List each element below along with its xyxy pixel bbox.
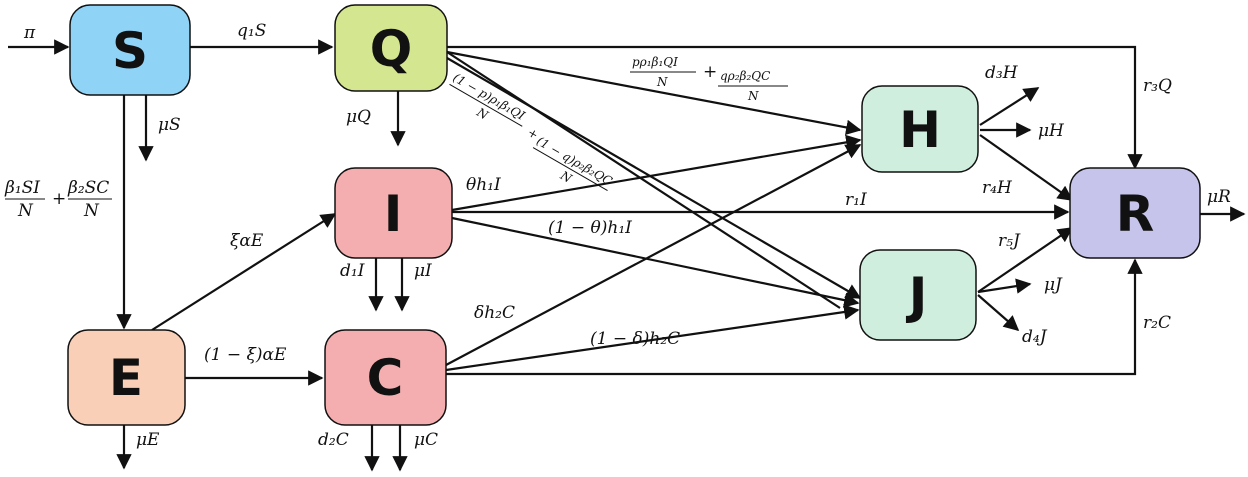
arrow-i-h	[451, 134, 862, 212]
node-r-label: R	[1116, 185, 1155, 243]
label-beta-den1: N	[17, 201, 34, 221]
node-e-label: E	[109, 349, 143, 407]
label-r5j: r₅J	[998, 231, 1021, 251]
edge-labels: π q₁S μS β₁SI N + β₂SC N μQ pρ₁β₁QI N + …	[4, 21, 1231, 450]
label-mui: μI	[414, 261, 432, 281]
arrow-q-j-2	[446, 51, 841, 309]
arrow-c-r	[446, 258, 1143, 376]
label-muj: μJ	[1044, 275, 1063, 295]
label-pq-plus: +	[703, 62, 717, 82]
label-pq-num1: pρ₁β₁QI	[632, 55, 678, 69]
arrow-e-i	[151, 213, 337, 331]
label-1-theta: (1 − θ)h₁I	[548, 218, 632, 238]
label-beta-plus: +	[52, 189, 66, 209]
label-r2c: r₂C	[1143, 313, 1171, 333]
arrow-c-h	[445, 144, 862, 366]
label-muc: μC	[414, 430, 438, 450]
label-mur: μR	[1207, 187, 1231, 207]
node-j: J	[859, 249, 977, 341]
label-r4h: r₄H	[982, 178, 1013, 198]
label-muh: μH	[1038, 121, 1065, 141]
arrow-q-r	[447, 45, 1143, 170]
label-quarantine-to-j: (1 − p)ρ₁β₁QI N + (1 − q)ρ₂β₂QC N	[449, 70, 615, 192]
label-r3q: r₃Q	[1143, 76, 1172, 96]
node-r: R	[1069, 167, 1201, 259]
label-beta-den2: N	[83, 201, 100, 221]
arrow-c-j	[445, 304, 860, 372]
label-d1i: d₁I	[340, 261, 365, 281]
label-1-xi: (1 − ξ)αE	[204, 345, 287, 365]
label-mue: μE	[136, 430, 160, 450]
node-s: S	[69, 4, 191, 96]
label-pq-den2: N	[747, 89, 759, 103]
label-d4j: d₄J	[1022, 327, 1048, 347]
label-d2c: d₂C	[318, 430, 349, 450]
arrow-i-j	[451, 216, 860, 308]
label-1p-num2: (1 − q)ρ₂β₂QC	[534, 134, 615, 189]
node-q: Q	[334, 4, 448, 92]
label-quarantine-to-h: pρ₁β₁QI N + qρ₂β₂QC N	[630, 55, 788, 103]
arrow-h-r	[979, 134, 1074, 201]
label-delta-h2c: δh₂C	[474, 303, 515, 323]
node-s-label: S	[112, 22, 148, 80]
node-c-label: C	[367, 349, 404, 407]
arrow-q-h	[446, 50, 862, 135]
arrow-j-disease-death	[977, 294, 1020, 332]
node-h: H	[861, 85, 979, 173]
label-xi-alpha-e: ξαE	[230, 231, 264, 251]
label-thetah1i: θh₁I	[466, 175, 501, 195]
label-pq-num2: qρ₂β₂QC	[720, 69, 770, 83]
arrow-j-death	[977, 278, 1032, 294]
label-pi: π	[23, 23, 36, 43]
arrow-h-disease-death	[979, 87, 1040, 126]
nodes: S Q I E C H J R	[67, 4, 1201, 426]
node-h-label: H	[899, 101, 941, 159]
label-d3h: d₃H	[985, 63, 1019, 83]
node-j-label: J	[906, 267, 928, 325]
node-e: E	[67, 329, 186, 426]
label-beta-num1: β₁SI	[4, 178, 40, 198]
node-i-label: I	[384, 185, 403, 243]
label-infection-rate: β₁SI N + β₂SC N	[4, 178, 112, 221]
label-mus: μS	[158, 115, 181, 135]
arrow-j-r	[977, 227, 1074, 293]
label-r1i: r₁I	[845, 190, 867, 210]
node-i: I	[334, 167, 453, 259]
arrows	[8, 39, 1246, 472]
label-1-delta: (1 − δ)h₂C	[590, 329, 680, 349]
node-q-label: Q	[370, 20, 413, 78]
label-q1s: q₁S	[237, 21, 266, 41]
label-pq-den1: N	[656, 75, 668, 89]
label-beta-num2: β₂SC	[67, 178, 109, 198]
node-c: C	[324, 329, 447, 426]
label-muq: μQ	[346, 107, 371, 127]
